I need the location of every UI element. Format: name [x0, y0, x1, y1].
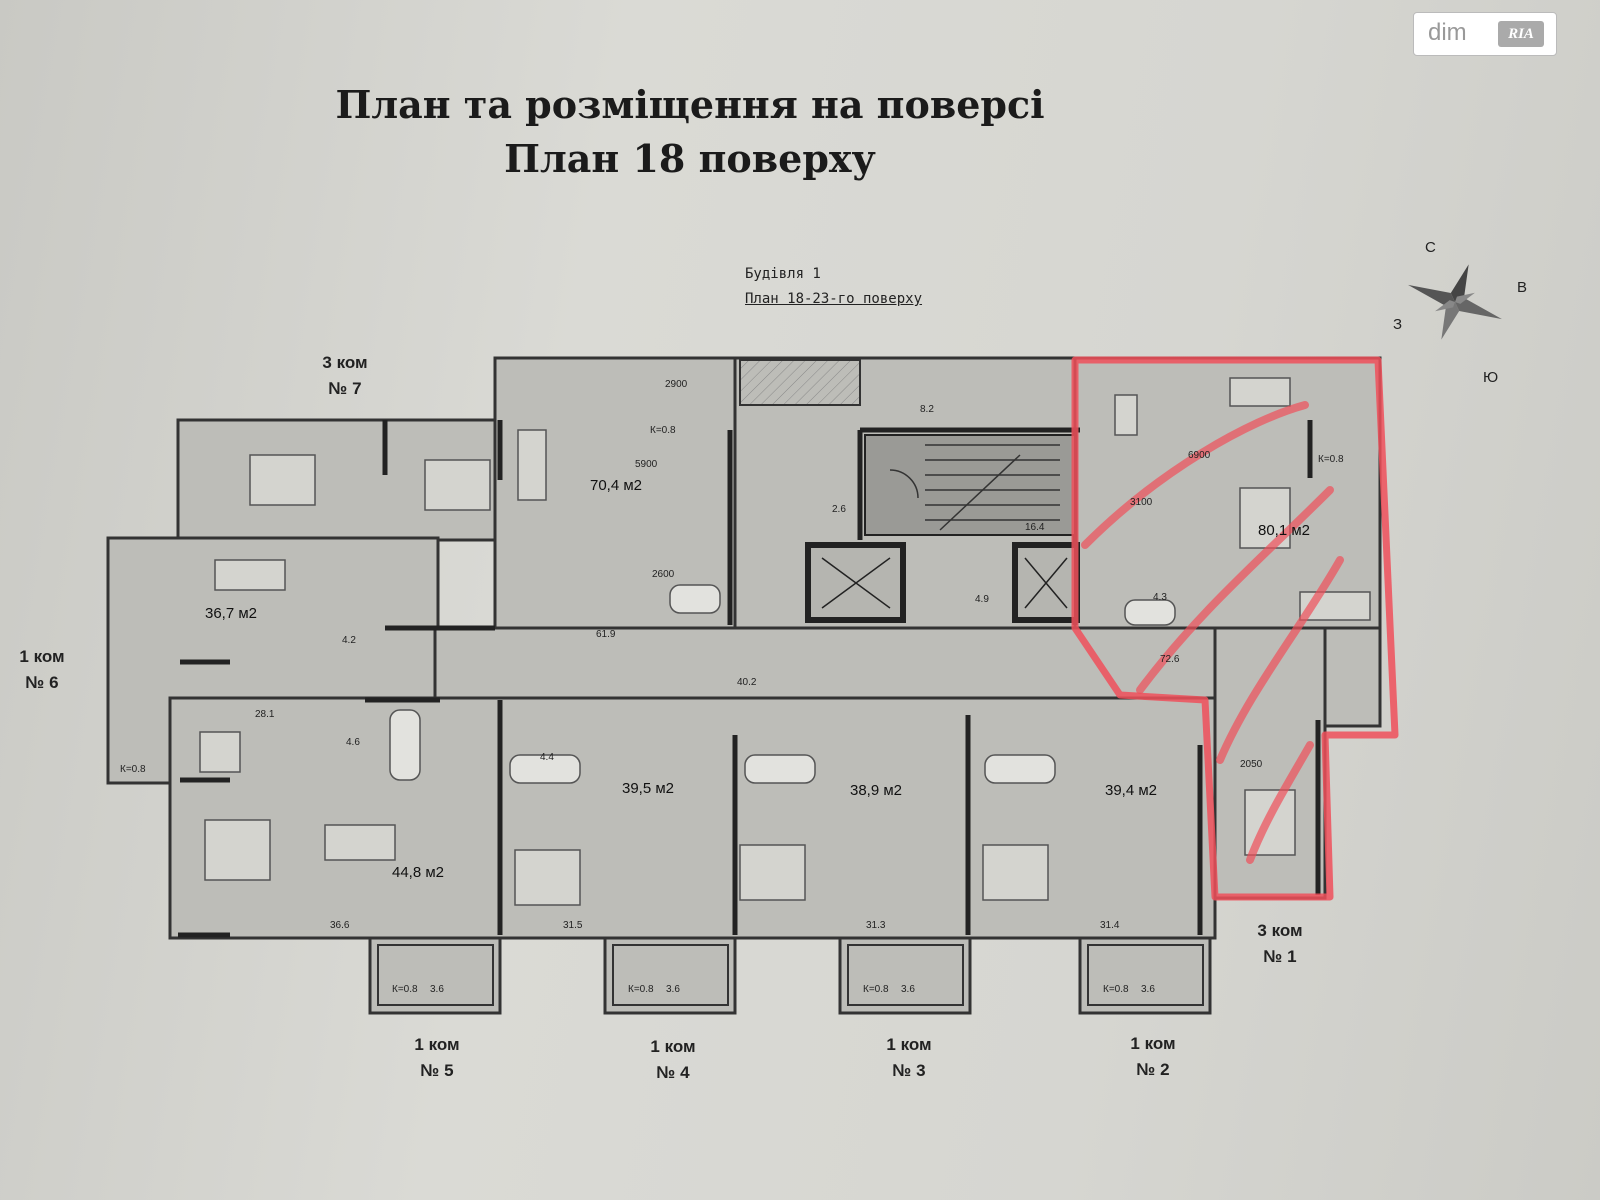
area-72-6: 72.6 [1160, 654, 1180, 665]
balcony-coef-3: К=0.8 [863, 984, 889, 995]
apartment-5-number: № 5 [420, 1061, 454, 1080]
area-2-6: 2.6 [832, 504, 846, 515]
balcony-area-3: 3.6 [901, 984, 915, 995]
building-outline [106, 356, 1382, 1015]
balcony-coef-1: К=0.8 [1318, 454, 1344, 465]
area-8-2: 8.2 [920, 404, 934, 415]
area-31-3: 31.3 [866, 920, 886, 931]
apartment-1-number: № 1 [1263, 947, 1297, 966]
area-4-4: 4.4 [540, 752, 554, 763]
apartment-6-label: 1 ком № 6 [0, 644, 87, 696]
apartment-1-label: 3 ком № 1 [1235, 918, 1325, 970]
compass-rose-icon: С В З Ю [1393, 239, 1527, 386]
dim-2050: 2050 [1240, 759, 1263, 770]
apartment-5-label: 1 ком № 5 [392, 1032, 482, 1084]
balcony-coef-7: К=0.8 [650, 425, 676, 436]
apartment-1-highlight [1071, 356, 1399, 901]
area-16-4: 16.4 [1025, 522, 1045, 533]
compass-west: З [1393, 316, 1402, 333]
apartment-5-rooms: 1 ком [414, 1035, 460, 1054]
apartment-4-label: 1 ком № 4 [628, 1034, 718, 1086]
apartment-areas: 80,1 м2 39,4 м2 38,9 м2 39,5 м2 44,8 м2 … [205, 477, 1310, 881]
dim-2600: 2600 [652, 569, 675, 580]
stair-core [864, 434, 1076, 536]
watermark-ria-logo: RIA [1498, 21, 1544, 47]
balcony-coef-5: К=0.8 [392, 984, 418, 995]
area-apt-5: 44,8 м2 [392, 864, 444, 881]
area-31-4: 31.4 [1100, 920, 1120, 931]
apartment-2-rooms: 1 ком [1130, 1034, 1176, 1053]
apartment-6-number: № 6 [25, 673, 59, 692]
page-title: План та розміщення на поверсі [335, 82, 1045, 127]
area-apt-6: 36,7 м2 [205, 605, 257, 622]
apartment-3-label: 1 ком № 3 [864, 1032, 954, 1084]
building-label: Будівля 1 [745, 266, 821, 282]
area-apt-4: 39,5 м2 [622, 780, 674, 797]
watermark-dim-text: dim [1428, 19, 1467, 46]
apartment-7-number: № 7 [328, 379, 362, 398]
compass-south: Ю [1483, 369, 1498, 386]
area-31-5: 31.5 [563, 920, 583, 931]
balconies [377, 359, 1204, 1006]
interior-walls [178, 420, 1321, 938]
apartment-3-number: № 3 [892, 1061, 926, 1080]
apartment-1-rooms: 3 ком [1257, 921, 1303, 940]
compass-east: В [1517, 279, 1527, 296]
balcony-coef-6: К=0.8 [120, 764, 146, 775]
apartment-7-rooms: 3 ком [322, 353, 368, 372]
apartment-7-label: 3 ком № 7 [300, 350, 390, 402]
area-4-3: 4.3 [1153, 592, 1167, 603]
compass-north: С [1425, 239, 1436, 256]
area-4-9: 4.9 [975, 594, 989, 605]
plan-annotations: 2900 5900 2600 6900 3100 2050 61.9 72.6 … [120, 379, 1344, 995]
balcony-area-4: 3.6 [666, 984, 680, 995]
apartment-6-rooms: 1 ком [19, 647, 65, 666]
balcony-coef-2: К=0.8 [1103, 984, 1129, 995]
area-4-2: 4.2 [342, 635, 356, 646]
balcony-area-5: 3.6 [430, 984, 444, 995]
page-subtitle: План 18 поверху [504, 136, 876, 181]
elevators [805, 542, 1080, 623]
dim-3100: 3100 [1130, 497, 1153, 508]
balcony-area-2: 3.6 [1141, 984, 1155, 995]
furniture [199, 377, 1371, 906]
corridor-area: 40.2 [737, 677, 757, 688]
dim-6900: 6900 [1188, 450, 1211, 461]
area-36-6: 36.6 [330, 920, 350, 931]
dim-5900: 5900 [635, 459, 658, 470]
apartment-4-rooms: 1 ком [650, 1037, 696, 1056]
area-apt-1: 80,1 м2 [1258, 522, 1310, 539]
apartment-3-rooms: 1 ком [886, 1035, 932, 1054]
area-apt-3: 38,9 м2 [850, 782, 902, 799]
bathtubs [389, 584, 1176, 784]
apartment-4-number: № 4 [656, 1063, 690, 1082]
floors-label: План 18-23-го поверху [745, 291, 923, 307]
area-61-9: 61.9 [596, 629, 616, 640]
area-apt-7: 70,4 м2 [590, 477, 642, 494]
balcony-coef-4: К=0.8 [628, 984, 654, 995]
area-28-1: 28.1 [255, 709, 275, 720]
dimria-watermark: dim RIA [1413, 12, 1557, 56]
apartment-2-label: 1 ком № 2 [1108, 1031, 1198, 1083]
area-4-6: 4.6 [346, 737, 360, 748]
dim-2900: 2900 [665, 379, 688, 390]
area-apt-2: 39,4 м2 [1105, 782, 1157, 799]
apartment-2-number: № 2 [1136, 1060, 1170, 1079]
